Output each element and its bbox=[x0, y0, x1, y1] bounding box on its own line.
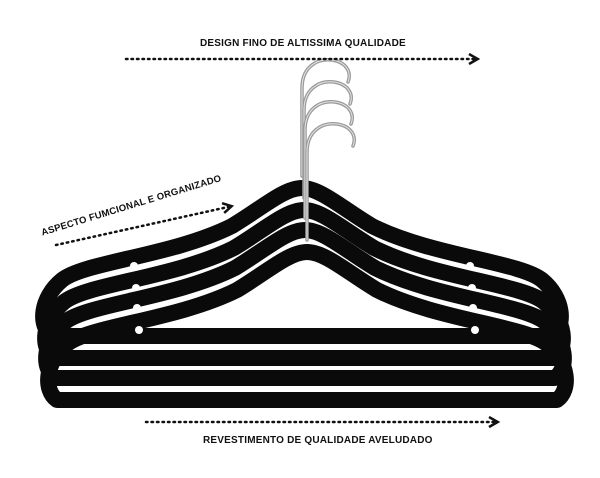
label-top: DESIGN FINO DE ALTISSIMA QUALIDADE bbox=[200, 38, 406, 49]
arrow-left bbox=[54, 202, 235, 247]
label-bottom: REVESTIMENTO DE QUALIDADE AVELUDADO bbox=[203, 435, 433, 446]
